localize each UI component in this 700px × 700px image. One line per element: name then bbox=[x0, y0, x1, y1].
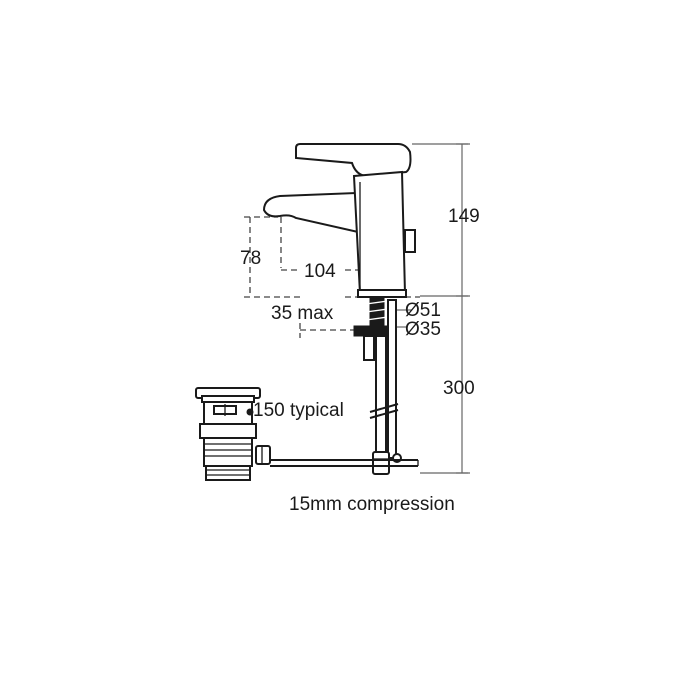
label-d51: Ø51 bbox=[405, 300, 441, 321]
dimension-diameters: Ø51 Ø35 bbox=[397, 300, 441, 340]
dimension-149: 149 bbox=[412, 143, 480, 297]
label-78: 78 bbox=[240, 248, 261, 269]
tap-body bbox=[262, 143, 416, 298]
dimension-300: 300 bbox=[420, 296, 475, 474]
dimension-150: 150 typical bbox=[253, 400, 344, 421]
label-15mm-compression: 15mm compression bbox=[289, 494, 455, 515]
label-150-typical: 150 typical bbox=[253, 400, 344, 421]
label-149: 149 bbox=[448, 206, 480, 227]
label-35max: 35 max bbox=[271, 303, 334, 324]
label-300: 300 bbox=[443, 378, 475, 399]
label-d35: Ø35 bbox=[405, 319, 441, 340]
waste-assembly bbox=[195, 387, 271, 481]
popup-rod bbox=[270, 459, 419, 467]
fixing-assembly bbox=[353, 296, 402, 475]
dimension-78: 78 bbox=[240, 216, 300, 298]
dimension-35max: 35 max bbox=[271, 303, 355, 338]
label-104: 104 bbox=[304, 261, 336, 282]
